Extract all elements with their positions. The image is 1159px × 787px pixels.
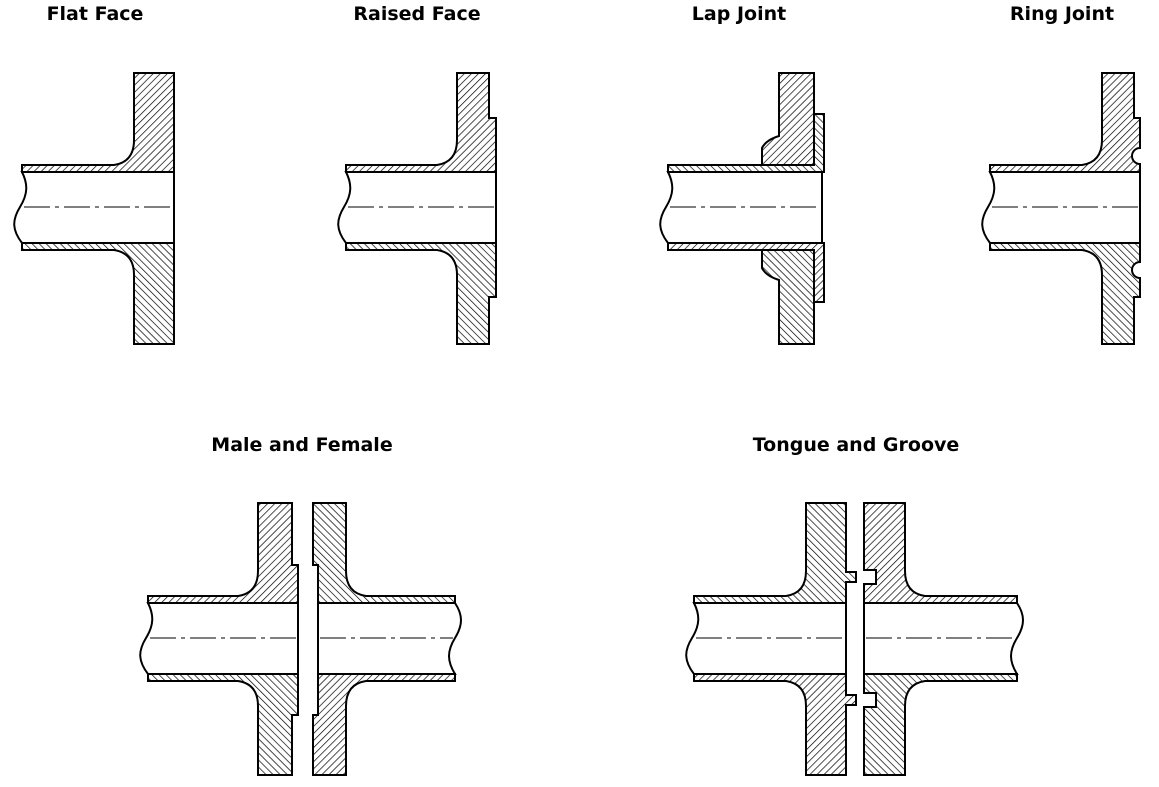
tongue-groove-left-upper [693, 502, 857, 604]
ring-joint-lower-section [989, 242, 1141, 345]
lap-joint-flange [659, 72, 825, 345]
label-tongue-and-groove: Tongue and Groove [752, 434, 960, 456]
male-female-right-pipe [317, 602, 462, 675]
ring-joint-flange [981, 72, 1141, 345]
flat-face-upper-section [21, 72, 175, 173]
male-female-right-upper [312, 502, 456, 604]
label-lap-joint: Lap Joint [691, 3, 787, 25]
tongue-groove-right-upper [863, 502, 1018, 604]
flat-face-flange [13, 72, 175, 345]
ring-joint-upper-section [989, 72, 1141, 173]
flat-face-lower-section [21, 242, 175, 345]
label-flat-face: Flat Face [46, 3, 144, 25]
raised-face-upper-section [345, 72, 497, 173]
lap-joint-backing-upper [761, 72, 815, 166]
raised-face-lower-section [345, 242, 497, 345]
tongue-and-groove-flanges [685, 502, 1024, 776]
label-raised-face: Raised Face [353, 3, 481, 25]
tongue-groove-right-lower [863, 673, 1018, 776]
tongue-groove-right-pipe [863, 602, 1024, 675]
male-female-left-upper [147, 502, 299, 604]
lap-joint-backing-lower [761, 249, 815, 345]
raised-face-flange [337, 72, 497, 345]
male-and-female-flanges [139, 502, 462, 776]
label-male-and-female: Male and Female [211, 434, 393, 456]
male-female-left-lower [147, 673, 299, 776]
male-female-right-lower [312, 673, 456, 776]
tongue-groove-left-lower [693, 673, 857, 776]
label-ring-joint: Ring Joint [1009, 3, 1115, 25]
